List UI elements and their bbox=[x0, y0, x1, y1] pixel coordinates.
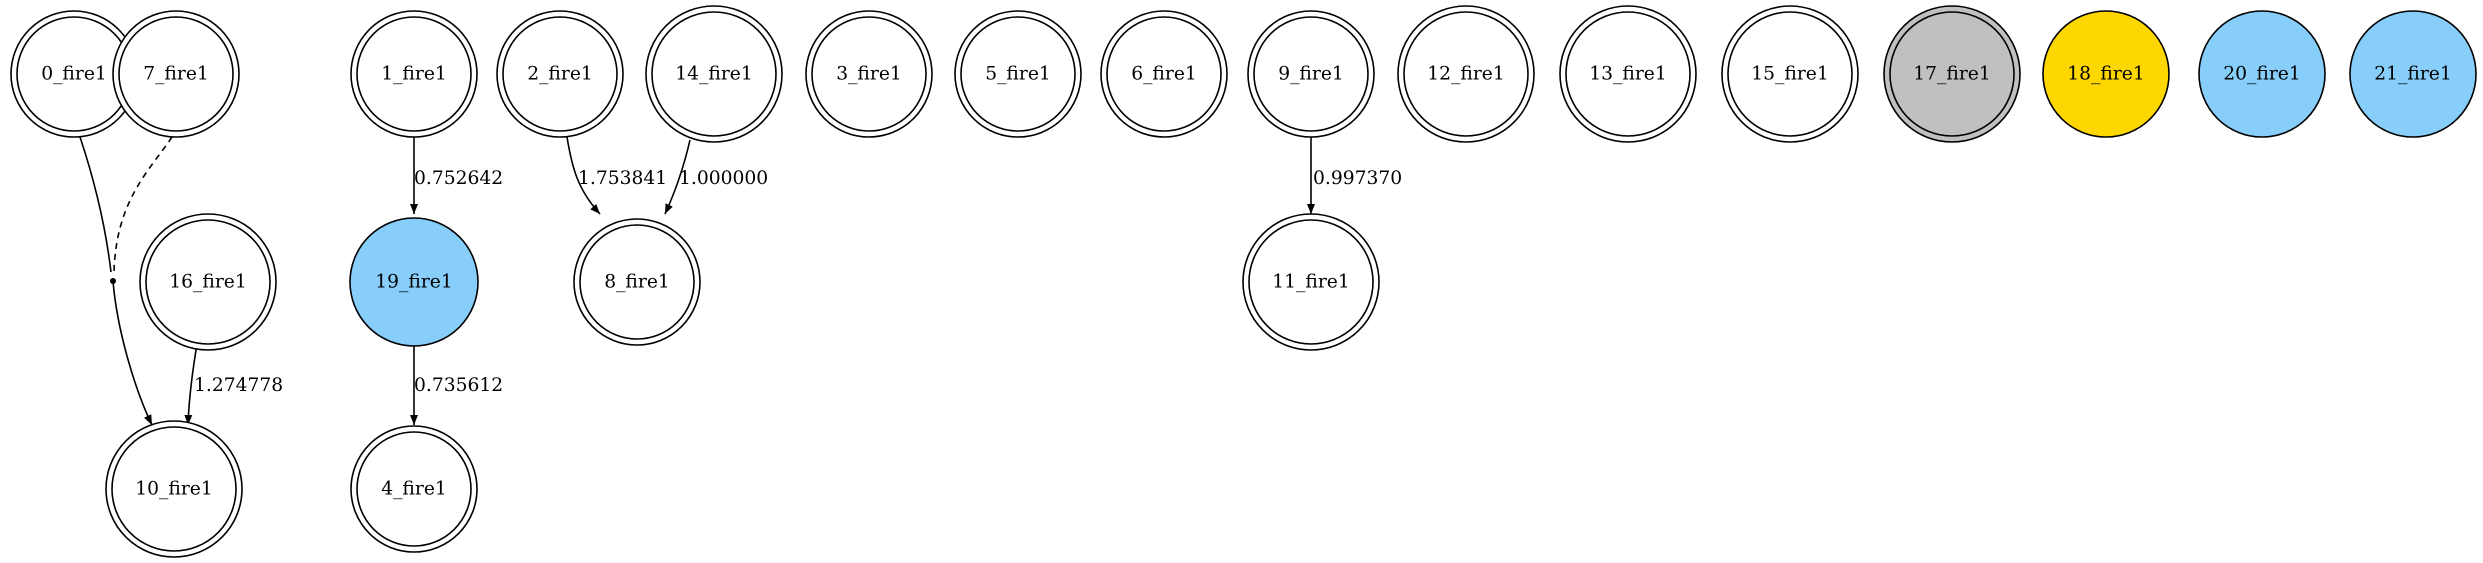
edge-1-to-19: 0.752642 bbox=[410, 137, 503, 214]
node-label: 5_fire1 bbox=[985, 64, 1051, 85]
node-17-fire1[interactable]: 17_fire1 bbox=[1883, 5, 2021, 143]
edge-label-16-10: 1.274778 bbox=[194, 375, 283, 396]
node-3-fire1[interactable]: 3_fire1 bbox=[805, 10, 933, 138]
node-label: 2_fire1 bbox=[527, 64, 593, 85]
node-label: 10_fire1 bbox=[135, 479, 212, 500]
node-label: 12_fire1 bbox=[1427, 64, 1504, 85]
node-label: 4_fire1 bbox=[381, 479, 447, 500]
node-0-fire1[interactable]: 0_fire1 bbox=[10, 10, 138, 138]
node-19-fire1[interactable]: 19_fire1 bbox=[349, 217, 479, 347]
node-label: 0_fire1 bbox=[41, 64, 107, 85]
edge-label-2-8: 1.753841 bbox=[578, 168, 667, 189]
node-label: 11_fire1 bbox=[1272, 272, 1349, 293]
node-label: 14_fire1 bbox=[675, 64, 752, 85]
edge-9-to-11: 0.997370 bbox=[1307, 137, 1402, 214]
node-12-fire1[interactable]: 12_fire1 bbox=[1397, 5, 1535, 143]
node-label: 18_fire1 bbox=[2067, 64, 2144, 85]
node-label: 8_fire1 bbox=[604, 272, 670, 293]
node-1-fire1[interactable]: 1_fire1 bbox=[350, 10, 478, 138]
node-label: 15_fire1 bbox=[1751, 64, 1828, 85]
node-label: 9_fire1 bbox=[1278, 64, 1344, 85]
node-6-fire1[interactable]: 6_fire1 bbox=[1100, 10, 1228, 138]
edge-label-1-19: 0.752642 bbox=[414, 168, 503, 189]
node-label: 20_fire1 bbox=[2223, 64, 2300, 85]
node-label: 6_fire1 bbox=[1131, 64, 1197, 85]
node-15-fire1[interactable]: 15_fire1 bbox=[1721, 5, 1859, 143]
edge-16-to-10: 1.274778 bbox=[184, 343, 283, 426]
node-label: 21_fire1 bbox=[2374, 64, 2451, 85]
edge-label-19-4: 0.735612 bbox=[414, 375, 503, 396]
node-21-fire1[interactable]: 21_fire1 bbox=[2349, 10, 2477, 138]
edge-7-to-junction bbox=[113, 136, 173, 273]
node-20-fire1[interactable]: 20_fire1 bbox=[2198, 10, 2326, 138]
node-label: 3_fire1 bbox=[836, 64, 902, 85]
edge-2-to-8: 1.753841 bbox=[566, 136, 667, 215]
node-label: 7_fire1 bbox=[143, 64, 209, 85]
node-9-fire1[interactable]: 9_fire1 bbox=[1247, 10, 1375, 138]
node-label: 16_fire1 bbox=[169, 272, 246, 293]
node-label: 1_fire1 bbox=[381, 64, 447, 85]
edge-0-to-junction bbox=[79, 136, 112, 273]
node-4-fire1[interactable]: 4_fire1 bbox=[350, 425, 478, 553]
node-label: 13_fire1 bbox=[1589, 64, 1666, 85]
node-18-fire1[interactable]: 18_fire1 bbox=[2042, 10, 2170, 138]
edge-14-to-8: 1.000000 bbox=[664, 139, 768, 215]
node-label: 19_fire1 bbox=[375, 272, 452, 293]
node-7-fire1[interactable]: 7_fire1 bbox=[112, 10, 240, 138]
node-2-fire1[interactable]: 2_fire1 bbox=[496, 10, 624, 138]
node-14-fire1[interactable]: 14_fire1 bbox=[645, 5, 783, 143]
node-13-fire1[interactable]: 13_fire1 bbox=[1559, 5, 1697, 143]
edge-label-9-11: 0.997370 bbox=[1313, 168, 1402, 189]
node-8-fire1[interactable]: 8_fire1 bbox=[573, 218, 701, 346]
edge-junction-to-10 bbox=[110, 278, 153, 426]
node-label: 17_fire1 bbox=[1913, 64, 1990, 85]
edge-19-to-4: 0.735612 bbox=[410, 346, 503, 425]
node-10-fire1[interactable]: 10_fire1 bbox=[105, 420, 243, 558]
node-11-fire1[interactable]: 11_fire1 bbox=[1242, 213, 1380, 351]
node-16-fire1[interactable]: 16_fire1 bbox=[139, 213, 277, 351]
nodes: 0_fire1 7_fire1 1_fire1 2_fire1 14_fire1… bbox=[10, 5, 2477, 558]
node-5-fire1[interactable]: 5_fire1 bbox=[954, 10, 1082, 138]
edge-label-14-8: 1.000000 bbox=[679, 168, 768, 189]
edges: 1.274778 0.752642 0.735612 1.753841 1.00… bbox=[79, 136, 1402, 426]
